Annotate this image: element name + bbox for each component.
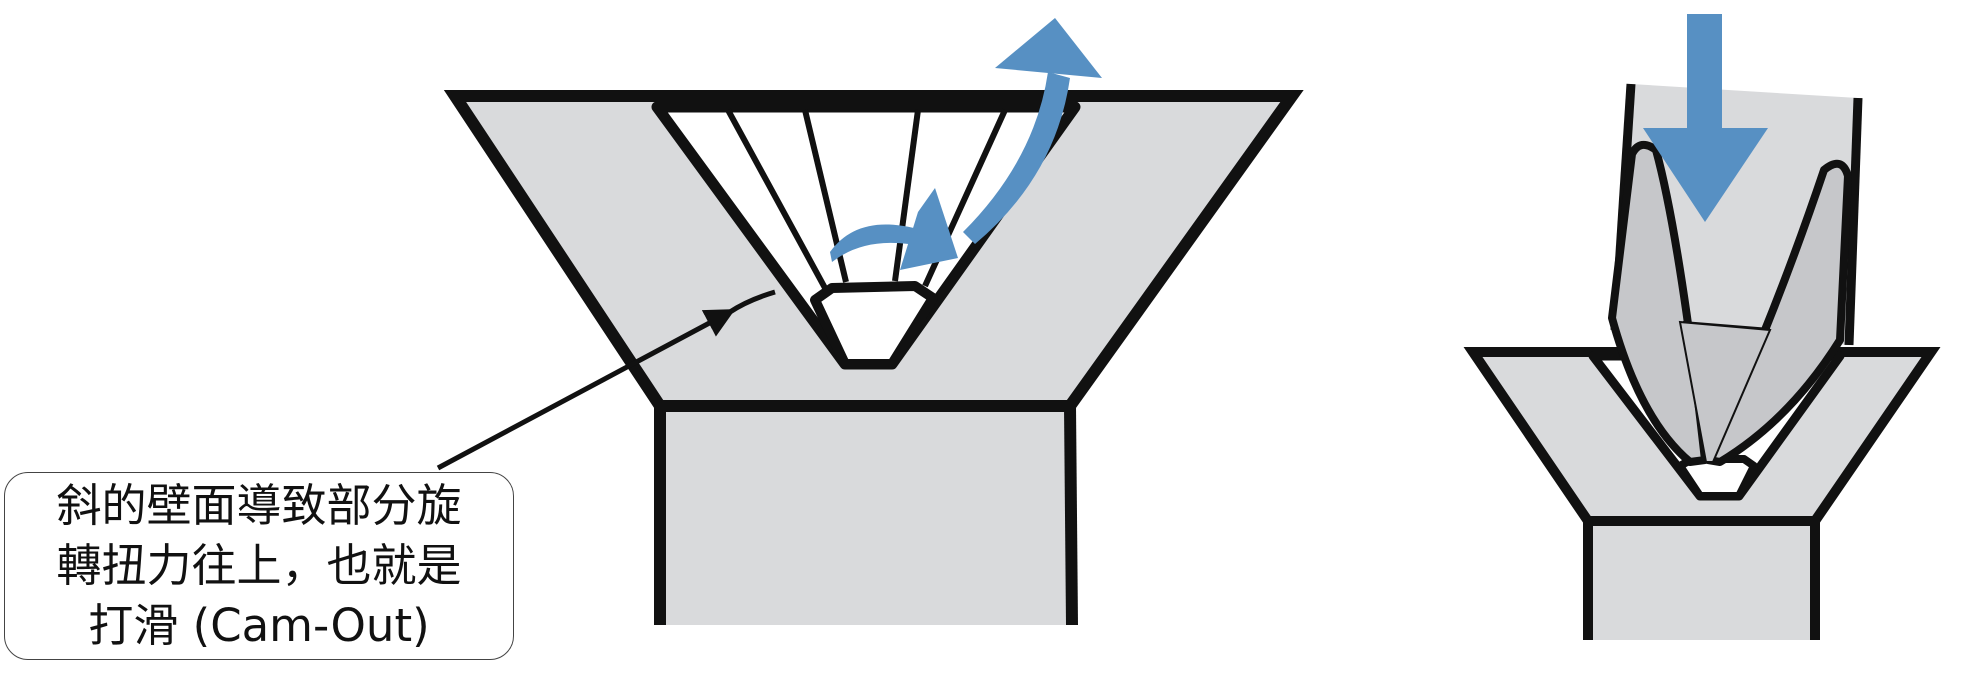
left-screw-shank (658, 406, 1072, 625)
callout-line-3: 打滑 (Cam-Out) (88, 599, 430, 652)
push-arrow-shaft (1687, 14, 1722, 132)
curved-arrow-right-icon (900, 188, 958, 270)
cam-out-callout: 斜的壁面導致部分旋 轉扭力往上，也就是 打滑 (Cam-Out) (4, 472, 514, 660)
left-screw (436, 18, 1304, 626)
callout-line-2: 轉扭力往上，也就是 (56, 539, 462, 592)
callout-line-1: 斜的壁面導致部分旋 (56, 479, 462, 532)
pointer-arrow-icon (436, 309, 736, 471)
curved-arrow-up-icon (995, 18, 1102, 78)
cam-out-arrow-body (963, 72, 1070, 244)
rotation-arrow-body (830, 224, 928, 262)
arrow-down-icon (1643, 128, 1768, 222)
right-screw-shank (1588, 521, 1815, 640)
right-screw (1463, 14, 1941, 640)
left-screw-recess-bottom (810, 281, 938, 369)
